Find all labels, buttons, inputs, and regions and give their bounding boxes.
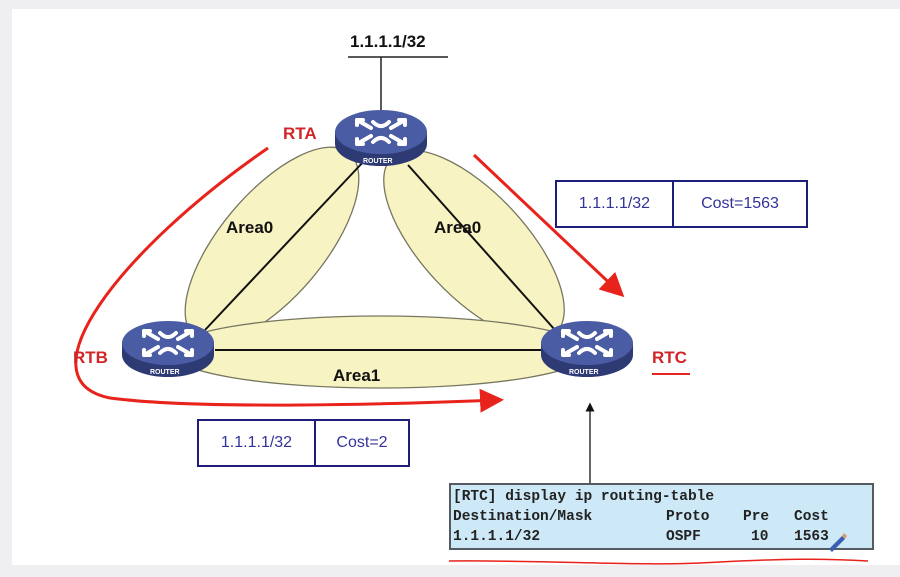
- routing-table-output: [RTC] display ip routing-table Destinati…: [449, 483, 874, 550]
- header-destination: Destination/Mask: [453, 509, 593, 525]
- link-rta-rtb: [204, 159, 366, 331]
- area-label-rtb-rtc: Area1: [333, 366, 381, 385]
- router-label-rtc: RTC: [652, 348, 687, 367]
- router-badge-rtc: ROUTER: [569, 369, 599, 376]
- header-cost: Cost: [794, 509, 829, 525]
- router-badge-rta: ROUTER: [363, 158, 393, 165]
- cost-box-prefix: 1.1.1.1/32: [220, 434, 293, 451]
- terminal-command: [RTC] display ip routing-table: [453, 489, 715, 505]
- route-pre: 10: [751, 529, 769, 545]
- route-cost: 1563: [794, 529, 829, 545]
- cost-box-via-rtb: 1.1.1.1/32 Cost=2: [197, 419, 410, 467]
- link-rta-rtc: [407, 164, 556, 331]
- router-label-rtb: RTB: [73, 348, 108, 367]
- area-label-rta-rtc: Area0: [434, 218, 482, 237]
- header-pre: Pre: [743, 509, 770, 525]
- route-destination: 1.1.1.1/32: [453, 529, 541, 545]
- stub-network-prefix: 1.1.1.1/32: [350, 32, 426, 51]
- path-arrow-via-rta: [472, 153, 625, 298]
- cost-box-prefix: 1.1.1.1/32: [578, 195, 651, 212]
- area-label-rta-rtb: Area0: [226, 218, 274, 237]
- cost-box-cost: Cost=1563: [672, 182, 806, 226]
- header-proto: Proto: [666, 509, 710, 525]
- cost-box-cost: Cost=2: [314, 421, 408, 465]
- cost-box-via-rta: 1.1.1.1/32 Cost=1563: [555, 180, 808, 228]
- route-proto: OSPF: [666, 529, 701, 545]
- router-badge-rtb: ROUTER: [150, 369, 180, 376]
- terminal-underline: [448, 558, 869, 565]
- router-label-rta: RTA: [283, 124, 317, 143]
- path-arrow-via-rtb: [74, 146, 504, 413]
- pen-cursor-icon: [829, 533, 847, 552]
